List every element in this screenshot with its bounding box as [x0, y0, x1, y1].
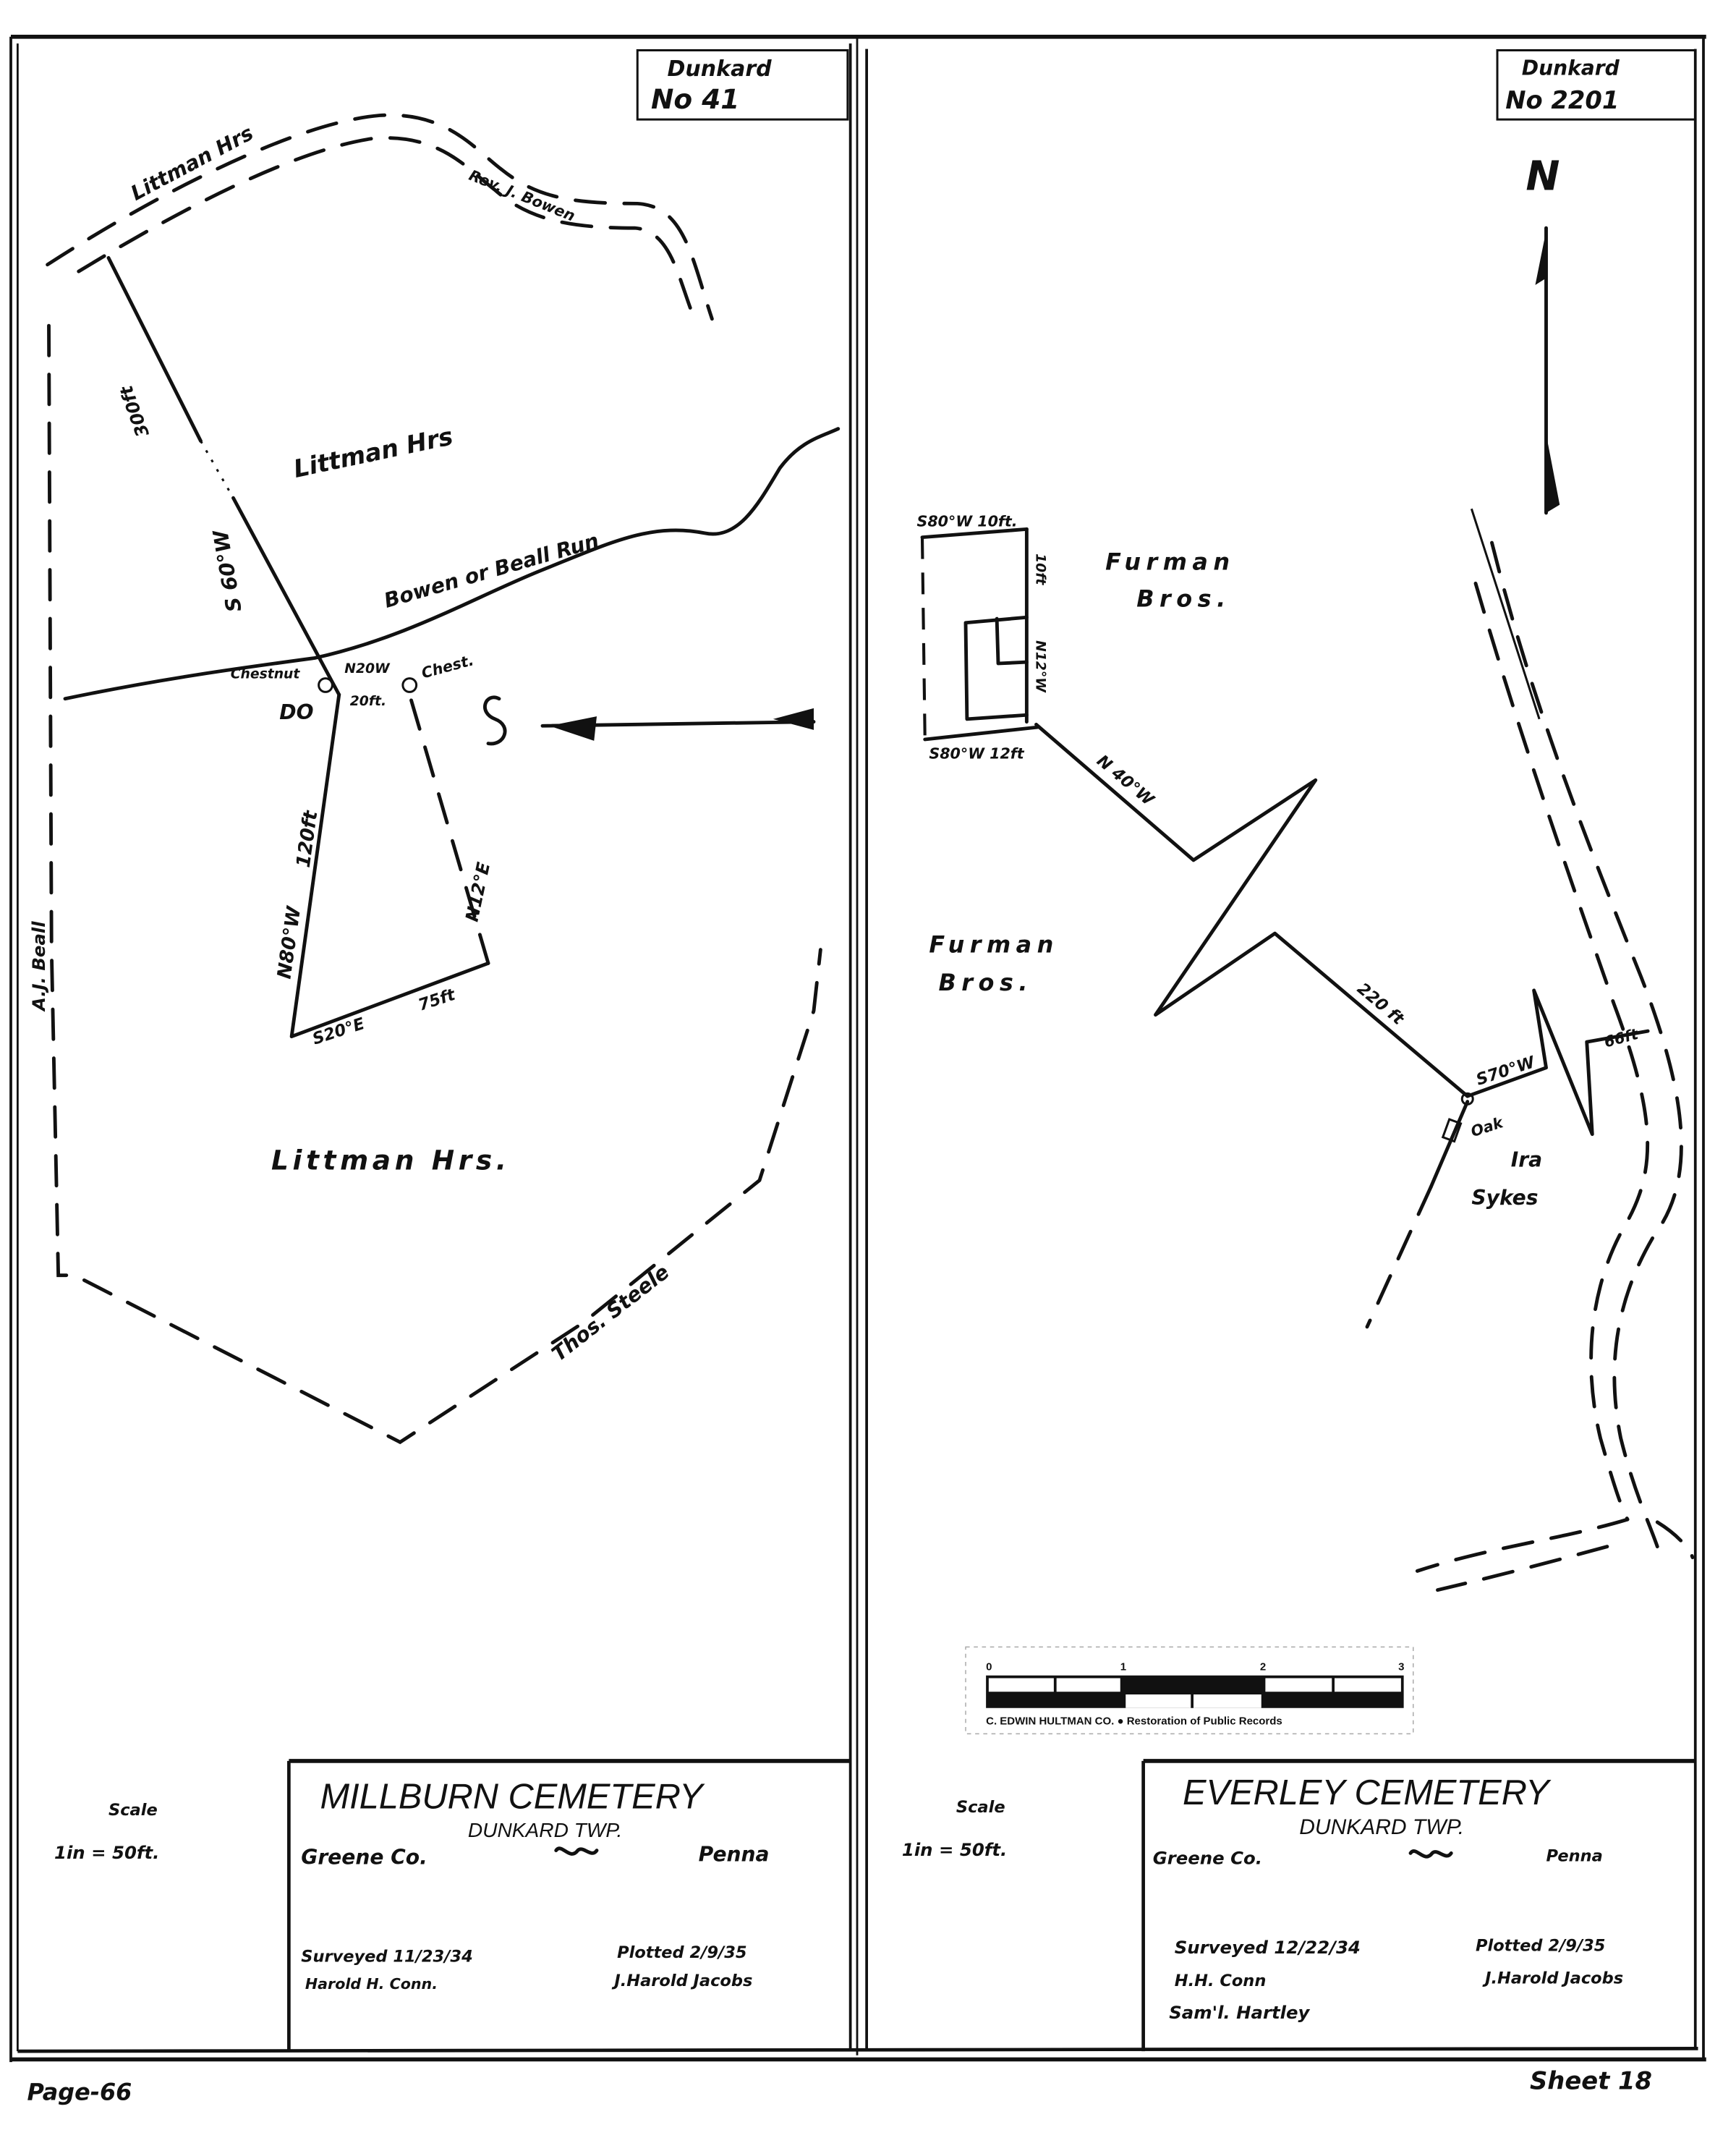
road-centerline [1470, 508, 1541, 720]
right-township: DUNKARD TWP. [1299, 1815, 1464, 1839]
left-sheet-id-box [636, 49, 849, 121]
road-branch [1655, 1520, 1695, 1560]
north-label: N [1526, 153, 1560, 200]
ditto-mark-icon [554, 1846, 599, 1856]
north-arrow-icon: N [1526, 153, 1560, 515]
left-surveyor: Harold H. Conn. [305, 1975, 438, 1993]
label-oak: Oak [1468, 1113, 1506, 1140]
right-surveyor-2: Sam'l. Hartley [1169, 2002, 1310, 2023]
ditto-mark-icon [1408, 1849, 1453, 1859]
right-title: EVERLEY CEMETERY [1183, 1773, 1552, 1812]
label-littman-bottom: Littman Hrs. [271, 1144, 511, 1176]
label-furman-top-2: Bros. [1136, 585, 1230, 612]
left-plotted: Plotted 2/9/35 [617, 1943, 746, 1962]
label-s80w-10: S80°W 10ft. [917, 513, 1018, 530]
chestnut-tree-marker [318, 677, 333, 693]
north-arrow-icon [483, 695, 816, 746]
chestnut-tree-marker [401, 677, 418, 693]
right-plotter: J.Harold Jacobs [1482, 1969, 1623, 1987]
left-scale-label: Scale [109, 1801, 158, 1820]
right-sheet-id-line2: No 2201 [1505, 86, 1619, 114]
left-county: Greene Co. [301, 1845, 427, 1869]
label-n12w-10: 10ft [1033, 553, 1048, 585]
page-number: Page-66 [27, 2079, 132, 2106]
left-map: Dunkard No 41 Littman Hrs Rev. J. Bowen … [28, 49, 851, 2052]
boundary-line-east [1465, 988, 1650, 1137]
left-title: MILLBURN CEMETERY [320, 1778, 706, 1817]
right-title-block: EVERLEY CEMETERY DUNKARD TWP. Greene Co.… [1153, 1773, 1623, 2023]
label-littman-mid: Littman Hrs [291, 422, 455, 483]
left-state: Penna [699, 1843, 770, 1867]
boundary-s60w-upper [106, 255, 203, 443]
property-line-outer [47, 323, 822, 1445]
label-creek: Bowen or Beall Run [381, 528, 601, 612]
label-distance-300: 300ft [115, 382, 153, 440]
boundary-gap [200, 440, 234, 498]
right-map: Dunkard No 2201 N S80°W 10ft. 10ft N12°W… [902, 49, 1697, 2052]
right-state: Penna [1546, 1847, 1603, 1866]
right-plotted: Plotted 2/9/35 [1476, 1936, 1605, 1955]
label-furman-mid-2: Bros. [939, 969, 1033, 996]
scale-tick-1: 1 [1120, 1660, 1126, 1673]
boundary-s60w-lower [231, 496, 341, 697]
label-sykes: Sykes [1471, 1186, 1538, 1210]
right-surveyor-1: H.H. Conn [1175, 1972, 1267, 1990]
label-do-marker: DO [279, 700, 313, 724]
oak-tree-marker [1441, 1118, 1463, 1143]
label-road-name: Rev. J. Bowen [467, 166, 577, 225]
sheet-number: Sheet 18 [1530, 2067, 1652, 2095]
left-township: DUNKARD TWP. [468, 1819, 622, 1841]
label-n12w: N12°W [1033, 640, 1048, 693]
scale-bar: 0 1 2 3 C. EDWIN HULTMAN CO. ● Restorati… [965, 1646, 1414, 1735]
road-inner [1473, 581, 1650, 1522]
road-outer [46, 113, 714, 321]
label-chestnut-right: Chest. [420, 651, 475, 682]
road-inner [77, 136, 697, 321]
left-surveyed: Surveyed 11/23/34 [301, 1947, 472, 1966]
cemetery-lot-boundary [289, 692, 490, 1039]
scale-tick-0: 0 [986, 1660, 992, 1673]
label-distance-66: 66ft [1602, 1025, 1641, 1051]
left-plotter: J.Harold Jacobs [611, 1972, 752, 1990]
left-sheet-id-line2: No 41 [651, 83, 739, 115]
label-furman-mid-1: Furman [929, 930, 1058, 958]
creek-line [63, 427, 841, 701]
cemetery-lot-dashed [407, 692, 490, 965]
road-outer [1490, 540, 1683, 1549]
left-sheet-id-line1: Dunkard [668, 56, 773, 82]
label-beall: A.J. Beall [28, 921, 49, 1012]
label-chestnut-left: Chestnut [231, 667, 301, 682]
label-ira: Ira [1511, 1148, 1542, 1172]
left-scale-value: 1in = 50ft. [54, 1842, 159, 1863]
label-littman-top: Littman Hrs [127, 121, 257, 205]
label-distance-20: 20ft. [350, 694, 386, 709]
right-surveyed: Surveyed 12/22/34 [1175, 1937, 1361, 1958]
cemetery-plot [920, 527, 1039, 742]
boundary-line [1034, 722, 1470, 1098]
right-sheet-id-box [1496, 49, 1697, 121]
right-sheet-id-line1: Dunkard [1522, 56, 1620, 80]
scale-tick-3: 3 [1398, 1660, 1404, 1673]
right-scale-value: 1in = 50ft. [902, 1839, 1007, 1860]
label-n20w: N20W [344, 661, 391, 676]
scale-tick-2: 2 [1260, 1660, 1266, 1673]
label-n12e: N12°E [461, 860, 495, 924]
right-county: Greene Co. [1153, 1847, 1262, 1868]
road-branch [1436, 1545, 1609, 1592]
sheet-frame [9, 34, 1706, 2063]
label-steele: Thos. Steele [547, 1260, 673, 1366]
scale-bar-credit: C. EDWIN HULTMAN CO. ● Restoration of Pu… [986, 1715, 1282, 1727]
label-bearing-s60w: S 60°W [208, 527, 247, 614]
right-scale-label: Scale [956, 1798, 1005, 1817]
left-title-block: MILLBURN CEMETERY DUNKARD TWP. Greene Co… [301, 1778, 769, 1993]
label-furman-top-1: Furman [1105, 548, 1235, 576]
road-branch [1415, 1517, 1630, 1573]
label-s80w-12: S80°W 12ft [929, 744, 1024, 762]
